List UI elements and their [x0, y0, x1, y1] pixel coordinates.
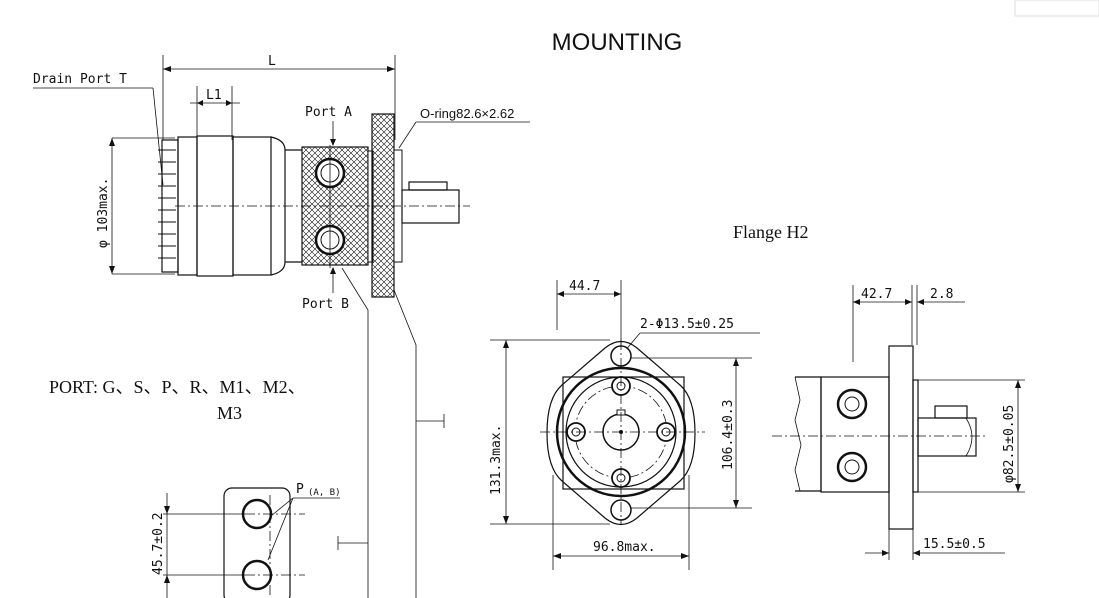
length-label: L: [268, 54, 276, 69]
port-list-line2: M3: [217, 403, 242, 423]
flange-title: Flange H2: [733, 222, 809, 242]
front-height-label: 131.3max.: [489, 425, 504, 495]
flange-front-view: 44.7 2-Φ13.5±0.25 131.3m: [489, 279, 760, 570]
drain-port-label: Drain Port T: [33, 72, 127, 87]
port-detail-view: 45.7±0.2 P (A, B): [151, 482, 341, 598]
diameter-label: φ 103max.: [96, 178, 111, 248]
flange-depth-label: 42.7: [861, 287, 892, 302]
port-a-label: Port A: [305, 105, 352, 120]
port-spacing-label: 45.7±0.2: [151, 512, 166, 575]
oring-label: O-ring82.6×2.62: [420, 106, 514, 121]
l1-label: L1: [206, 88, 222, 103]
corner-box: [1014, 0, 1099, 17]
flange-thickness-label: 2.8: [930, 287, 953, 302]
holes-label: 2-Φ13.5±0.25: [640, 317, 734, 332]
flange-side-view: 42.7 2.8 φ82.5±0.05 15.5±0.5: [772, 285, 1025, 560]
port-b-label: Port B: [302, 297, 349, 312]
port-list-line1: PORT: G、S、P、R、M1、M2、: [49, 377, 306, 397]
motor-side-view: L L1 Drain Port T φ 103max.: [33, 54, 530, 598]
front-pitch-label: 106.4±0.3: [721, 400, 736, 470]
front-width-label: 96.8max.: [593, 540, 656, 555]
front-offset-label: 44.7: [569, 279, 600, 294]
port-p-label: P: [296, 482, 304, 497]
port-p-subscript: (A, B): [308, 488, 341, 498]
flange-pilot-label: φ82.5±0.05: [1002, 405, 1017, 483]
flange-offset-label: 15.5±0.5: [923, 537, 986, 552]
page-title: MOUNTING: [552, 29, 683, 56]
